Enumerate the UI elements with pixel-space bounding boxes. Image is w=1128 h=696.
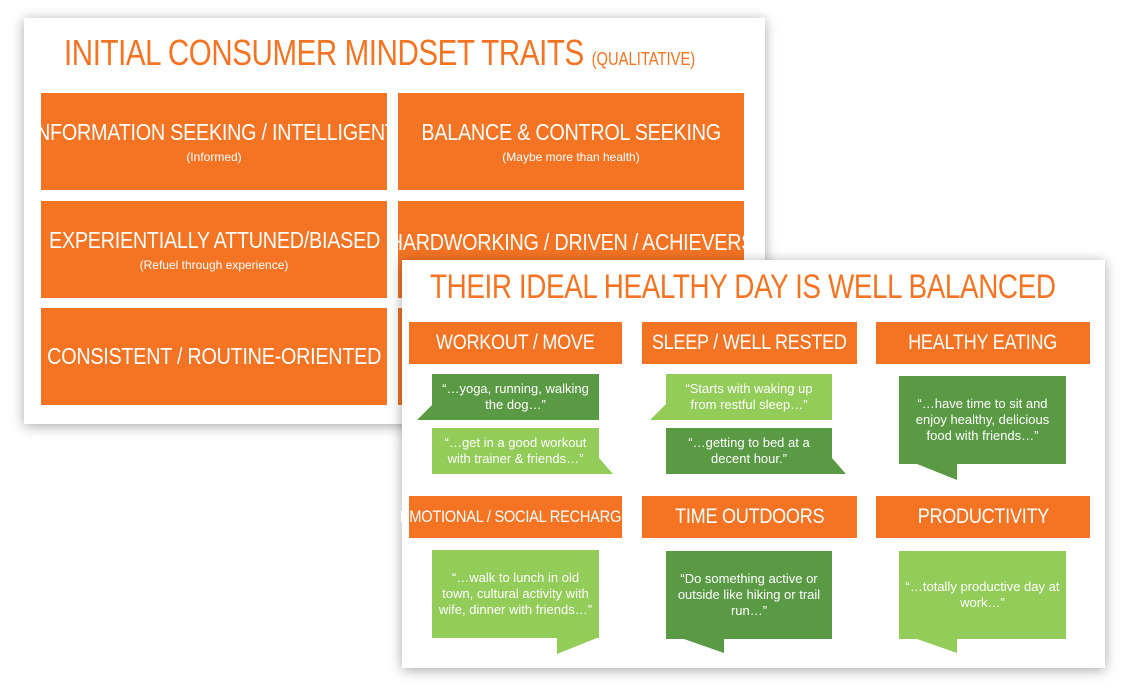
- category-time-outdoors: TIME OUTDOORS: [642, 496, 857, 538]
- quote-text: “Do something active or outside like hik…: [677, 571, 821, 618]
- quote-bubble-eating: “…have time to sit and enjoy healthy, de…: [899, 376, 1066, 464]
- bubble-tail: [557, 638, 597, 654]
- quote-bubble-sleep-1: “Starts with waking up from restful slee…: [666, 374, 832, 420]
- slide1-title: INITIAL CONSUMER MINDSET TRAITS (QUALITA…: [64, 32, 695, 74]
- bubble-tail: [650, 404, 666, 420]
- category-label: PRODUCTIVITY: [917, 505, 1049, 528]
- trait-name: CONSISTENT / ROUTINE-ORIENTED: [47, 343, 381, 369]
- quote-bubble-emotional: “…walk to lunch in old town, cultural ac…: [432, 550, 599, 638]
- bubble-tail: [599, 458, 613, 474]
- quote-bubble-workout-2: “…get in a good workout with trainer & f…: [432, 428, 599, 474]
- trait-subtext: (Refuel through experience): [139, 258, 289, 272]
- quote-bubble-sleep-2: “…getting to bed at a decent hour.”: [666, 428, 832, 474]
- quote-bubble-productivity: “…totally productive day at work…”: [899, 551, 1066, 639]
- quote-bubble-workout-1: “…yoga, running, walking the dog…”: [432, 374, 599, 420]
- category-label: WORKOUT / MOVE: [436, 331, 595, 354]
- trait-subtext: (Informed): [186, 150, 242, 164]
- category-emotional-social: EMOTIONAL / SOCIAL RECHARGE: [400, 496, 631, 538]
- bubble-tail: [917, 464, 957, 480]
- trait-subtext: (Maybe more than health): [502, 150, 640, 164]
- quote-text: “…get in a good workout with trainer & f…: [444, 435, 587, 466]
- quote-text: “…have time to sit and enjoy healthy, de…: [915, 396, 1050, 443]
- category-label: SLEEP / WELL RESTED: [652, 331, 847, 354]
- quote-text: “…yoga, running, walking the dog…”: [442, 381, 589, 412]
- quote-text: “…walk to lunch in old town, cultural ac…: [438, 570, 593, 617]
- healthy-day-slide: THEIR IDEAL HEALTHY DAY IS WELL BALANCED…: [400, 260, 1105, 668]
- slide1-title-text: INITIAL CONSUMER MINDSET TRAITS: [64, 32, 584, 73]
- category-label: HEALTHY EATING: [908, 331, 1058, 354]
- quote-text: “Starts with waking up from restful slee…: [685, 381, 813, 412]
- quote-bubble-outdoors: “Do something active or outside like hik…: [666, 551, 832, 639]
- trait-card-consistent: CONSISTENT / ROUTINE-ORIENTED: [41, 308, 387, 405]
- trait-name: HARDWORKING / DRIVEN / ACHIEVERS: [388, 229, 754, 255]
- category-label: TIME OUTDOORS: [674, 505, 825, 528]
- quote-text: “…totally productive day at work…”: [905, 579, 1060, 610]
- trait-name: EXPERIENTIALLY ATTUNED/BIASED: [48, 227, 380, 253]
- quote-text: “…getting to bed at a decent hour.”: [688, 435, 810, 466]
- trait-name: INFORMATION SEEKING / INTELLIGENT: [31, 119, 397, 145]
- category-healthy-eating: HEALTHY EATING: [876, 322, 1090, 364]
- bubble-tail: [684, 639, 724, 653]
- category-workout: WORKOUT / MOVE: [409, 322, 622, 364]
- trait-card-balance-control: BALANCE & CONTROL SEEKING (Maybe more th…: [398, 93, 744, 190]
- slide1-subtitle: (QUALITATIVE): [591, 49, 696, 69]
- bubble-tail: [917, 639, 957, 653]
- bubble-tail: [832, 458, 846, 474]
- category-label: EMOTIONAL / SOCIAL RECHARGE: [400, 507, 631, 526]
- trait-card-information-seeking: INFORMATION SEEKING / INTELLIGENT (Infor…: [31, 93, 397, 190]
- category-sleep: SLEEP / WELL RESTED: [642, 322, 857, 364]
- slide2-title: THEIR IDEAL HEALTHY DAY IS WELL BALANCED: [430, 268, 1056, 306]
- bubble-tail: [417, 404, 433, 420]
- trait-card-experientially-attuned: EXPERIENTIALLY ATTUNED/BIASED (Refuel th…: [41, 201, 387, 298]
- category-productivity: PRODUCTIVITY: [876, 496, 1090, 538]
- trait-name: BALANCE & CONTROL SEEKING: [421, 119, 721, 145]
